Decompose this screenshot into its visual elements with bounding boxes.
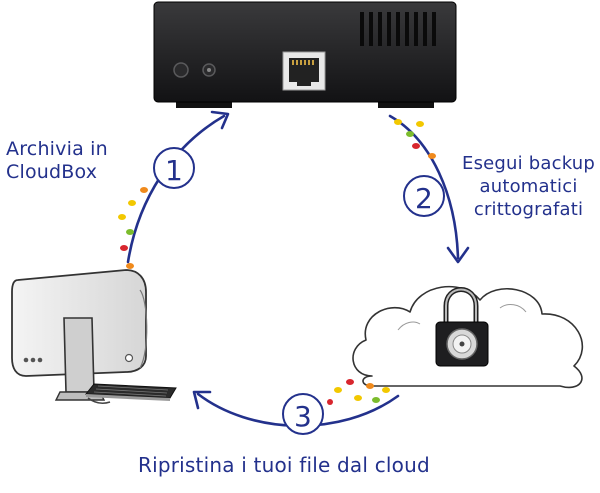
arrow-step-1: 1 bbox=[126, 110, 230, 264]
step-1-label-line-2: CloudBox bbox=[6, 161, 98, 183]
step-2-circle bbox=[403, 175, 445, 217]
step-1-label-line-1: Archivia in bbox=[6, 138, 108, 160]
nas-device-icon bbox=[153, 1, 457, 108]
data-dots bbox=[118, 119, 436, 405]
step-1-label: Archivia in CloudBox bbox=[6, 138, 108, 184]
step-3-label: Ripristina i tuoi file dal cloud bbox=[138, 454, 430, 477]
step-2-label-line-3: crittografati bbox=[473, 199, 584, 220]
arrow-step-2: 2 bbox=[388, 114, 470, 264]
step-2-label-line-1: Esegui backup bbox=[462, 153, 596, 174]
step-2-number: 2 bbox=[415, 182, 433, 215]
cloud-lock-icon bbox=[352, 285, 584, 389]
step-3-number: 3 bbox=[294, 400, 312, 433]
arrow-step-3: 3 bbox=[192, 390, 400, 435]
step-1-circle bbox=[153, 147, 195, 189]
step-3-label-line-1: Ripristina i tuoi file dal cloud bbox=[138, 453, 430, 477]
step-2-label: Esegui backup automatici crittografati bbox=[462, 152, 595, 221]
step-3-circle bbox=[282, 393, 324, 435]
step-1-number: 1 bbox=[165, 154, 183, 187]
step-2-label-line-2: automatici bbox=[479, 176, 578, 197]
desktop-computer-icon bbox=[11, 269, 177, 404]
